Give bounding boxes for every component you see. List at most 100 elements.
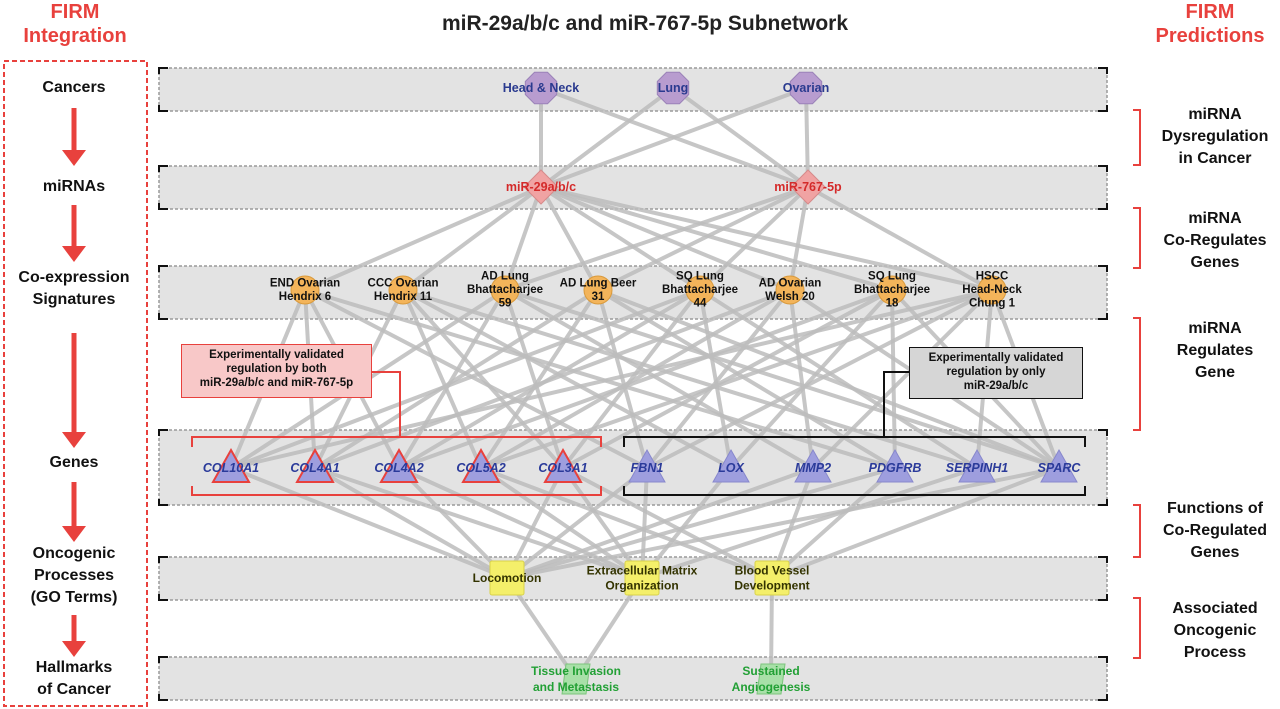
hallmark-label-h1-line-2: and Metastasis — [533, 680, 619, 694]
left-header: FIRM Integration — [0, 0, 150, 48]
edge-m29-s2 — [401, 185, 543, 292]
gene-node-g10 — [958, 448, 996, 483]
gene-label-g1-line-1: COL10A1 — [203, 461, 259, 475]
band-bracket-right-4 — [1098, 429, 1108, 506]
band-bracket-left-1 — [158, 67, 168, 112]
edge-s3-g8 — [503, 288, 815, 470]
band-bracket-right-2 — [1098, 165, 1108, 210]
edge-s6-g8 — [788, 288, 815, 470]
stage-label-4-line-1: Genes — [49, 454, 99, 471]
prediction-label-1-line-3: in Cancer — [1178, 150, 1252, 167]
process-node-p1 — [489, 560, 525, 596]
cancer-label-hn-line-1: Head & Neck — [503, 81, 579, 95]
integration-flow — [3, 60, 1141, 707]
prediction-label-3-line-1: miRNA — [1188, 320, 1242, 337]
edge-g7-p2 — [640, 466, 733, 580]
callout-both-mirnas: Experimentally validated regulation by b… — [181, 344, 372, 398]
edge-s8-g8 — [811, 288, 994, 470]
prediction-label-3-line-3: Gene — [1194, 364, 1235, 381]
gene-label-g8-line-1: MMP2 — [795, 461, 831, 475]
diagram-title: miR-29a/b/c and miR-767-5p Subnetwork — [441, 12, 849, 35]
mirna-label-m29-line-1: miR-29a/b/c — [506, 180, 576, 194]
stage-label-1-line-1: Cancers — [42, 79, 106, 96]
mirna-label-m767-line-1: miR-767-5p — [774, 180, 842, 194]
signature-label-s5-line-3: 44 — [694, 298, 707, 310]
edge-m29-s7 — [539, 185, 894, 292]
stage-label-5-line-2: Processes — [33, 567, 115, 584]
cancer-label-ov-line-1: Ovarian — [783, 81, 830, 95]
band-bracket-right-3 — [1098, 265, 1108, 320]
process-label-p2-line-1: Extracellular Matrix — [587, 564, 698, 578]
band-bracket-right-1 — [1098, 67, 1108, 112]
signature-node-s5 — [685, 275, 715, 305]
edge-hn-m767 — [539, 86, 810, 189]
prediction-label-1-line-2: Dysregulation — [1161, 128, 1269, 145]
gene-label-g1: COL10A1 — [203, 461, 259, 475]
stage-label-3-line-1: Co-expression — [18, 269, 130, 286]
connector-both-callout — [372, 371, 401, 437]
edge-s6-g2 — [313, 288, 792, 470]
prediction-bracket-2 — [1133, 207, 1141, 269]
left-header-line-2: Integration — [23, 25, 127, 47]
edge-g2-p1 — [313, 466, 509, 580]
signature-label-s5-line-1: SQ Lung — [676, 271, 724, 283]
gene-label-g9-line-1: PDGFRB — [869, 461, 922, 475]
band-bracket-right-5 — [1098, 556, 1108, 601]
process-label-p2-line-2: Organization — [605, 579, 678, 593]
signature-node-s6 — [775, 275, 805, 305]
hallmark-node-h1 — [561, 663, 591, 695]
signature-label-s8-line-2: Head-Neck — [962, 284, 1022, 296]
cancer-node-ov — [789, 71, 823, 105]
stage-label-3-line-2: Signatures — [32, 291, 116, 308]
callout-both-line-1: Experimentally validated — [209, 349, 344, 361]
layer-band-1 — [158, 67, 1108, 112]
gene-node-g3 — [379, 447, 419, 483]
mirna-node-m29 — [523, 169, 559, 205]
callout-only-line-1: Experimentally validated — [928, 352, 1064, 364]
cancer-label-hn: Head & Neck — [503, 81, 579, 95]
signature-node-s4 — [583, 275, 613, 305]
signature-label-s6-line-2: Welsh 20 — [765, 291, 815, 303]
stage-label-4: Genes — [6, 452, 142, 474]
prediction-bracket-1 — [1133, 109, 1141, 166]
gene-label-g5-line-1: COL3A1 — [538, 461, 587, 475]
edge-g5-p2 — [561, 466, 644, 580]
signature-node-s7 — [877, 275, 907, 305]
prediction-label-2-line-3: Genes — [1190, 254, 1240, 271]
prediction-label-5-line-1: Associated — [1172, 600, 1258, 617]
prediction-label-3-line-2: Regulates — [1176, 342, 1254, 359]
prediction-label-4-line-3: Genes — [1190, 544, 1240, 561]
stage-label-5-line-1: Oncogenic — [32, 545, 116, 562]
signature-label-s7-line-3: 18 — [886, 298, 899, 310]
process-label-p3-line-2: Development — [734, 579, 809, 593]
edge-m29-s8 — [539, 185, 994, 292]
edge-s8-g6 — [645, 288, 994, 470]
flow-arrow-head-5 — [62, 641, 86, 657]
network-edges — [229, 86, 1061, 681]
edge-s2-g4 — [401, 288, 483, 470]
gene-label-g5: COL3A1 — [538, 461, 587, 475]
signature-label-s2-line-1: CCC Ovarian — [368, 277, 439, 289]
gene-label-g6-line-1: FBN1 — [631, 461, 664, 475]
layer-band-2 — [158, 165, 1108, 210]
prediction-label-2-line-2: Co-Regulates — [1163, 232, 1267, 249]
edge-lung-m767 — [671, 86, 810, 189]
prediction-label-5-line-2: Oncogenic — [1173, 622, 1257, 639]
process-label-p1: Locomotion — [473, 571, 542, 585]
gene-label-g2-line-1: COL4A1 — [290, 461, 339, 475]
gene-node-g8 — [794, 448, 832, 483]
edge-m29-s6 — [539, 185, 792, 292]
edge-s8-g1 — [229, 288, 994, 470]
